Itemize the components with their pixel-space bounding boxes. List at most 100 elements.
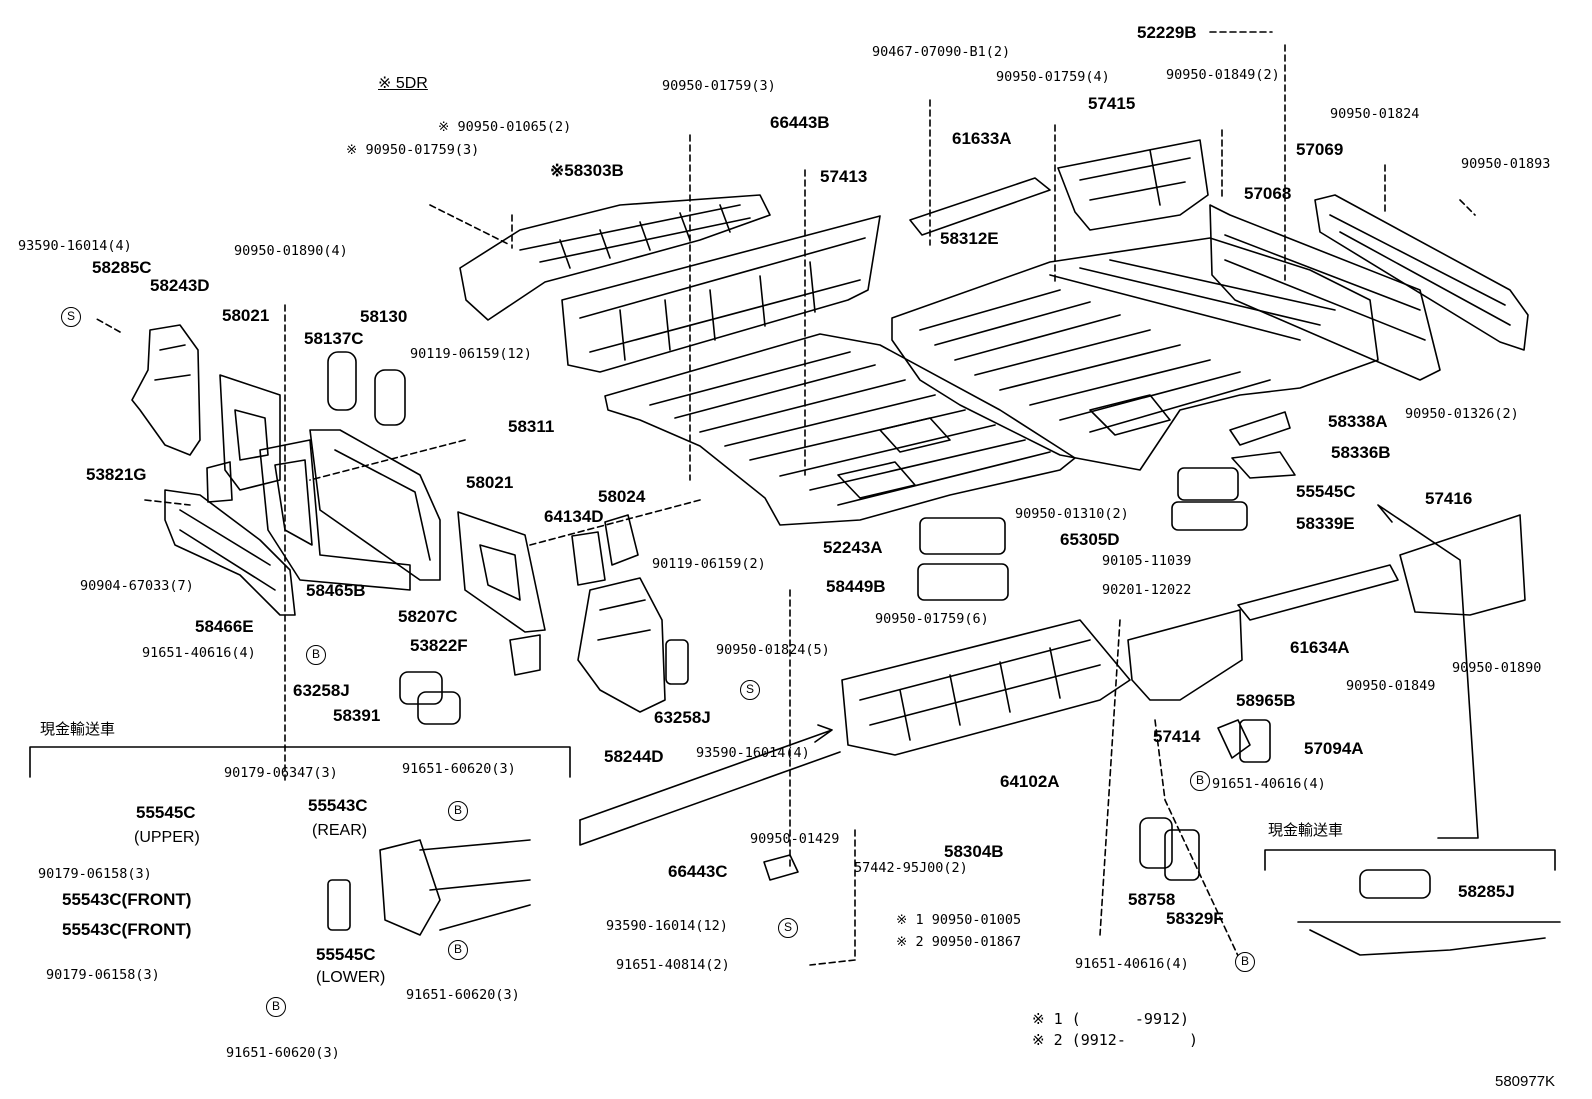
standard-part-90950-01893: 90950-01893 <box>1461 156 1551 172</box>
part-number-57069: 57069 <box>1296 140 1344 159</box>
part-number-57416: 57416 <box>1425 489 1473 508</box>
pillar-58244D <box>577 577 666 713</box>
side-panel-58021-right <box>457 511 546 633</box>
standard-part-90950-01310-2: 90950-01310(2) <box>1015 506 1129 522</box>
callout-b: B <box>448 801 468 821</box>
standard-part-90467-07090-b1-2: 90467-07090-B1(2) <box>872 44 1011 60</box>
part-number-55545c-main: 55545C <box>1296 482 1356 501</box>
seal-58339E <box>1171 501 1248 531</box>
standard-part-90904-67033-7: 90904-67033(7) <box>80 578 194 594</box>
standard-part-90119-06159-12: 90119-06159(12) <box>410 346 532 362</box>
standard-part-90950-01759-3-star: ※ 90950-01759(3) <box>346 142 480 158</box>
part-number-61634a: 61634A <box>1290 638 1350 657</box>
standard-part-90950-01065-2: ※ 90950-01065(2) <box>438 119 572 135</box>
cash-transport-label-right: 現金輸送車 <box>1268 821 1344 839</box>
callout-s: S <box>778 918 798 938</box>
part-number-57415: 57415 <box>1088 94 1136 113</box>
callout-s: S <box>61 307 81 327</box>
side-rail-57068 <box>1209 204 1441 381</box>
standard-part-91651-40616-4-a: 91651-40616(4) <box>142 645 256 661</box>
part-number-58021-a: 58021 <box>222 306 270 325</box>
part-number-55545c-lower: 55545C <box>316 945 376 964</box>
standard-part-91651-40616-4-b: 91651-40616(4) <box>1212 776 1326 792</box>
standard-part-90950-01824-5: 90950-01824(5) <box>716 642 830 658</box>
seal-58449B <box>917 563 1009 601</box>
part-number-64102a: 64102A <box>1000 772 1060 791</box>
standard-part-93590-16014-4-top: 93590-16014(4) <box>18 238 132 254</box>
standard-part-90950-01759-3-top: 90950-01759(3) <box>662 78 776 94</box>
part-number-61633a: 61633A <box>952 129 1012 148</box>
drawing-code: 580977K <box>1495 1073 1556 1090</box>
standard-part-90950-01849: 90950-01849 <box>1346 678 1436 694</box>
reinforcement-61634A <box>1237 564 1399 621</box>
part-number-58339e: 58339E <box>1296 514 1355 533</box>
gasket-63258J <box>399 671 443 705</box>
standard-part-91651-40616-4-c: 91651-40616(4) <box>1075 956 1189 972</box>
five-door-label: ※ 5DR <box>378 75 428 92</box>
panel-58466E <box>164 489 296 616</box>
front-cross-panel <box>561 215 881 373</box>
clip-66443C <box>763 854 799 881</box>
callout-b: B <box>1190 771 1210 791</box>
part-number-63258j-b: 63258J <box>654 708 711 727</box>
seal-58024 <box>604 514 639 566</box>
part-number-58965b: 58965B <box>1236 691 1296 710</box>
part-number-58304b: 58304B <box>944 842 1004 861</box>
rear-floor-pan <box>891 237 1379 471</box>
cover-58285J <box>1359 869 1431 899</box>
part-number-58336b: 58336B <box>1331 443 1391 462</box>
front-floor-pan <box>604 333 1076 526</box>
bracket-53822F <box>509 634 541 676</box>
standard-part-lower: (LOWER) <box>316 969 386 986</box>
part-number-58329f: 58329F <box>1166 909 1224 928</box>
part-number-58130: 58130 <box>360 307 408 326</box>
part-number-58243d: 58243D <box>150 276 210 295</box>
standard-part-90119-06159-2: 90119-06159(2) <box>652 556 766 572</box>
callout-b: B <box>1235 952 1255 972</box>
seal-58137C <box>327 351 357 411</box>
panel-57414 <box>1127 609 1243 701</box>
cash-transport-label-left: 現金輸送車 <box>40 720 116 738</box>
bracket-53821G <box>206 461 233 503</box>
part-number-55543c-rear: 55543C <box>308 796 368 815</box>
standard-part-90179-06158-3-a: 90179-06158(3) <box>38 866 152 882</box>
standard-part-91651-60620-3-b: 91651-60620(3) <box>406 987 520 1003</box>
standard-part-90950-01890: 90950-01890 <box>1452 660 1542 676</box>
part-number-55543c-front-b: 55543C(FRONT) <box>62 920 192 939</box>
side-panel-58021-left <box>219 374 281 491</box>
note-2: ※ 2 (9912- ) <box>1032 1031 1199 1049</box>
standard-part-90950-01867: ※ 2 90950-01867 <box>896 934 1022 950</box>
part-number-58285c: 58285C <box>92 258 152 277</box>
standard-part-90179-06347-3: 90179-06347(3) <box>224 765 338 781</box>
standard-part-90950-01429: 90950-01429 <box>750 831 840 847</box>
standard-part-93590-16014-4-mid: 93590-16014(4) <box>696 745 810 761</box>
cover-65305D <box>919 517 1006 555</box>
cover-55545C <box>1177 467 1239 501</box>
part-number-58207c: 58207C <box>398 607 458 626</box>
part-number-63258j-a: 63258J <box>293 681 350 700</box>
reinforcement-58338A <box>1229 411 1291 446</box>
part-number-58465b: 58465B <box>306 581 366 600</box>
gasket-63258J-b <box>665 639 689 685</box>
part-number-66443c: 66443C <box>668 862 728 881</box>
standard-part-57442-95j00-2: 57442-95J00(2) <box>854 860 968 876</box>
callout-s: S <box>740 680 760 700</box>
part-number-58137c: 58137C <box>304 329 364 348</box>
part-number-58024: 58024 <box>598 487 646 506</box>
part-number-66443b: 66443B <box>770 113 830 132</box>
part-number-58285j: 58285J <box>1458 882 1515 901</box>
callout-b: B <box>306 645 326 665</box>
standard-part-90105-11039: 90105-11039 <box>1102 553 1192 569</box>
callout-b: B <box>448 940 468 960</box>
standard-part-93590-16014-12: 93590-16014(12) <box>606 918 728 934</box>
note-1: ※ 1 ( -9912) <box>1032 1010 1190 1028</box>
standard-part-90950-01890-4: 90950-01890(4) <box>234 243 348 259</box>
part-number-58303b: ※58303B <box>550 161 624 180</box>
part-number-55543c-front-a: 55543C(FRONT) <box>62 890 192 909</box>
standard-part-90201-12022: 90201-12022 <box>1102 582 1192 598</box>
rear-upper-panel <box>1057 139 1209 231</box>
seal-58130 <box>374 369 406 426</box>
part-number-58312e: 58312E <box>940 229 999 248</box>
